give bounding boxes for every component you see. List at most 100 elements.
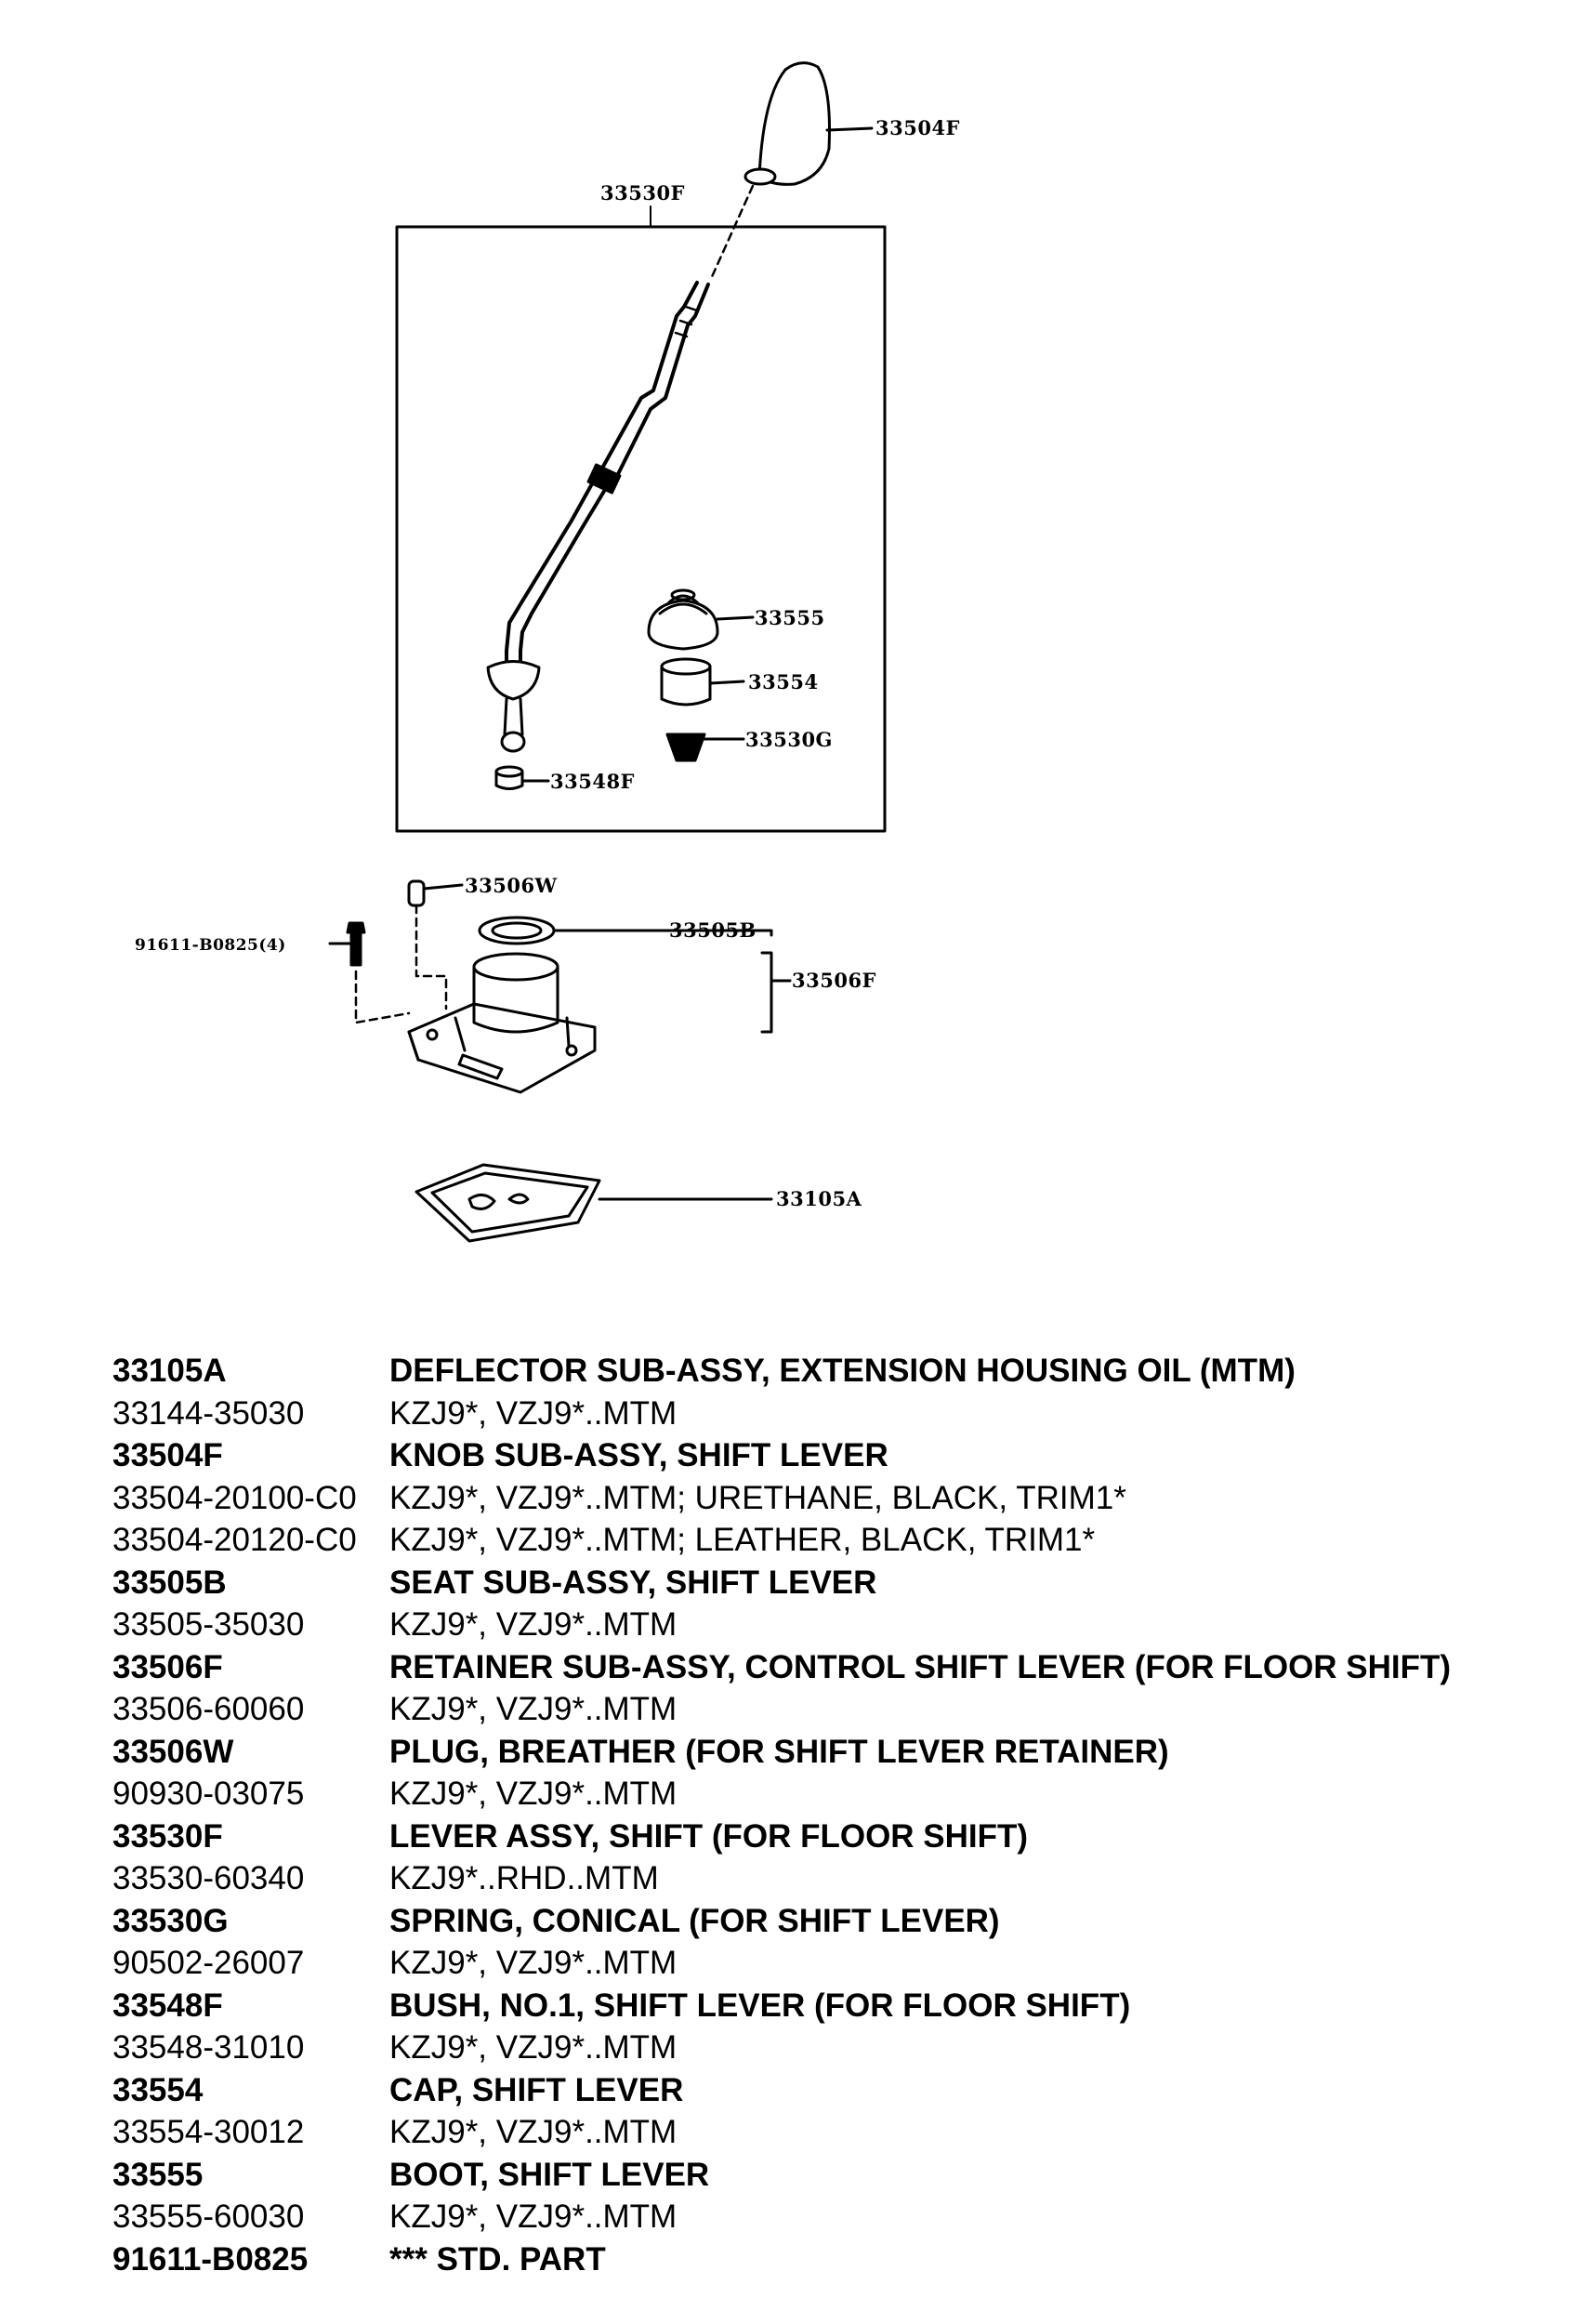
part-application: KZJ9*, VZJ9*..MTM xyxy=(389,1606,678,1644)
part-code: 33505B xyxy=(112,1564,227,1601)
part-number-row: 33548-31010 KZJ9*, VZJ9*..MTM xyxy=(112,2027,1562,2069)
exploded-parts-diagram: 33504F 33530F 33555 33554 33530G 33548F … xyxy=(135,61,960,1243)
callout-33504f: 33504F xyxy=(875,116,960,139)
part-number-row: 33144-35030 KZJ9*, VZJ9*..MTM xyxy=(112,1393,1562,1435)
part-name: RETAINER SUB-ASSY, CONTROL SHIFT LEVER (… xyxy=(389,1648,1452,1685)
part-number-row: 33505-35030 KZJ9*, VZJ9*..MTM xyxy=(112,1604,1562,1646)
callout-33548f: 33548F xyxy=(550,770,635,793)
part-application: KZJ9*, VZJ9*..MTM; LEATHER, BLACK, TRIM1… xyxy=(389,1522,1096,1559)
part-code: 33548F xyxy=(112,1987,223,2024)
part-number: 33504-20100-C0 xyxy=(112,1479,357,1516)
part-number-row: 33555-60030 KZJ9*, VZJ9*..MTM xyxy=(112,2196,1562,2238)
part-number: 33555-60030 xyxy=(112,2199,305,2236)
part-name: CAP, SHIFT LEVER xyxy=(389,2071,684,2108)
part-application: KZJ9*, VZJ9*..MTM xyxy=(389,1691,678,1728)
part-number: 33504-20120-C0 xyxy=(112,1522,357,1559)
part-header-row: 33504F KNOB SUB-ASSY, SHIFT LEVER xyxy=(112,1434,1562,1477)
bush-part xyxy=(494,765,550,790)
part-header-row: 33530F LEVER ASSY, SHIFT (FOR FLOOR SHIFT… xyxy=(112,1816,1562,1858)
part-number: 33144-35030 xyxy=(112,1394,305,1432)
lever-assembly-box xyxy=(395,225,887,833)
part-number-row: 33554-30012 KZJ9*, VZJ9*..MTM xyxy=(112,2111,1562,2154)
part-header-row: 33555 BOOT, SHIFT LEVER xyxy=(112,2154,1562,2197)
callout-33555: 33555 xyxy=(755,606,825,629)
part-number-row: 33504-20100-C0 KZJ9*, VZJ9*..MTM; URETHAN… xyxy=(112,1477,1562,1520)
part-number-row: 33504-20120-C0 KZJ9*, VZJ9*..MTM; LEATHER… xyxy=(112,1519,1562,1562)
part-name: BUSH, NO.1, SHIFT LEVER (FOR FLOOR SHIFT… xyxy=(389,1987,1131,2024)
part-name: BOOT, SHIFT LEVER xyxy=(389,2156,710,2193)
callout-33554: 33554 xyxy=(748,670,819,693)
part-code: 33530F xyxy=(112,1817,223,1855)
deflector-part xyxy=(414,1163,773,1243)
part-name: SEAT SUB-ASSY, SHIFT LEVER xyxy=(389,1564,877,1601)
part-header-row: 33554 CAP, SHIFT LEVER xyxy=(112,2069,1562,2112)
callout-33506w: 33506W xyxy=(465,874,558,897)
part-code: 33554 xyxy=(112,2071,204,2108)
part-application: KZJ9*..RHD..MTM xyxy=(389,1860,659,1897)
retainer-part xyxy=(407,951,792,1094)
part-code: 91611-B0825 xyxy=(112,2240,309,2278)
part-name: KNOB SUB-ASSY, SHIFT LEVER xyxy=(389,1437,888,1474)
part-code: 33506W xyxy=(112,1733,234,1770)
part-name: LEVER ASSY, SHIFT (FOR FLOOR SHIFT) xyxy=(389,1817,1029,1855)
part-code: 33506F xyxy=(112,1648,223,1685)
callout-33505b: 33505B xyxy=(669,918,757,942)
breather-plug-part xyxy=(407,879,464,1010)
part-application: KZJ9*, VZJ9*..MTM xyxy=(389,1776,678,1813)
part-application: KZJ9*, VZJ9*..MTM xyxy=(389,2199,678,2236)
part-number: 33554-30012 xyxy=(112,2114,305,2151)
part-number-row: 90502-26007 KZJ9*, VZJ9*..MTM xyxy=(112,1942,1562,1985)
part-group: 33555 BOOT, SHIFT LEVER 33555-60030 KZJ9*, … xyxy=(112,2154,1562,2238)
part-group: 33506W PLUG, BREATHER (FOR SHIFT LEVER RE… xyxy=(112,1731,1562,1816)
part-header-row: 33506F RETAINER SUB-ASSY, CONTROL SHIFT L… xyxy=(112,1646,1562,1689)
shift-knob-part xyxy=(743,61,874,186)
part-name: *** STD. PART xyxy=(389,2240,606,2278)
seat-part xyxy=(478,916,773,945)
part-number: 90502-26007 xyxy=(112,1945,305,1982)
part-group: 33554 CAP, SHIFT LEVER 33554-30012 KZJ9*, V… xyxy=(112,2069,1562,2154)
part-application: KZJ9*, VZJ9*..MTM xyxy=(389,2029,678,2067)
part-number: 90930-03075 xyxy=(112,1776,305,1813)
callout-33530g: 33530G xyxy=(745,728,833,751)
part-code: 33555 xyxy=(112,2156,204,2193)
part-application: KZJ9*, VZJ9*..MTM xyxy=(389,2114,678,2151)
part-group: 33548F BUSH, NO.1, SHIFT LEVER (FOR FLOOR… xyxy=(112,1985,1562,2069)
bolt-part xyxy=(328,921,411,1024)
cap-part xyxy=(660,657,745,706)
part-group: 91611-B0825 *** STD. PART xyxy=(112,2238,1562,2281)
part-number: 33530-60340 xyxy=(112,1860,305,1897)
part-name: DEFLECTOR SUB-ASSY, EXTENSION HOUSING OI… xyxy=(389,1353,1296,1390)
part-number-row: 90930-03075 KZJ9*, VZJ9*..MTM xyxy=(112,1773,1562,1816)
part-header-row: 33505B SEAT SUB-ASSY, SHIFT LEVER xyxy=(112,1562,1562,1604)
part-number: 33506-60060 xyxy=(112,1691,305,1728)
part-group: 33530F LEVER ASSY, SHIFT (FOR FLOOR SHIFT… xyxy=(112,1816,1562,1900)
part-number: 33548-31010 xyxy=(112,2029,305,2067)
part-application: KZJ9*, VZJ9*..MTM xyxy=(389,1945,678,1982)
part-group: 33506F RETAINER SUB-ASSY, CONTROL SHIFT L… xyxy=(112,1646,1562,1731)
part-code: 33504F xyxy=(112,1437,223,1474)
part-application: KZJ9*, VZJ9*..MTM xyxy=(389,1394,678,1432)
part-header-row: 33506W PLUG, BREATHER (FOR SHIFT LEVER RE… xyxy=(112,1731,1562,1774)
callout-33105a: 33105A xyxy=(776,1187,862,1210)
shift-lever-part xyxy=(486,281,710,753)
part-number-row: 33506-60060 KZJ9*, VZJ9*..MTM xyxy=(112,1688,1562,1731)
part-code: 33530G xyxy=(112,1902,229,1939)
part-name: PLUG, BREATHER (FOR SHIFT LEVER RETAINER… xyxy=(389,1733,1169,1770)
callout-33530f: 33530F xyxy=(600,181,685,205)
part-application: KZJ9*, VZJ9*..MTM; URETHANE, BLACK, TRIM… xyxy=(389,1479,1126,1516)
part-header-row: 33548F BUSH, NO.1, SHIFT LEVER (FOR FLOOR… xyxy=(112,1985,1562,2027)
part-header-row: 91611-B0825 *** STD. PART xyxy=(112,2238,1562,2281)
conical-spring-part xyxy=(665,733,745,762)
boot-part xyxy=(647,588,755,651)
callout-91611-b0825: 91611-B0825(4) xyxy=(135,936,286,955)
part-number: 33505-35030 xyxy=(112,1606,305,1644)
callout-33506f: 33506F xyxy=(792,969,876,992)
part-number-row: 33530-60340 KZJ9*..RHD..MTM xyxy=(112,1857,1562,1900)
